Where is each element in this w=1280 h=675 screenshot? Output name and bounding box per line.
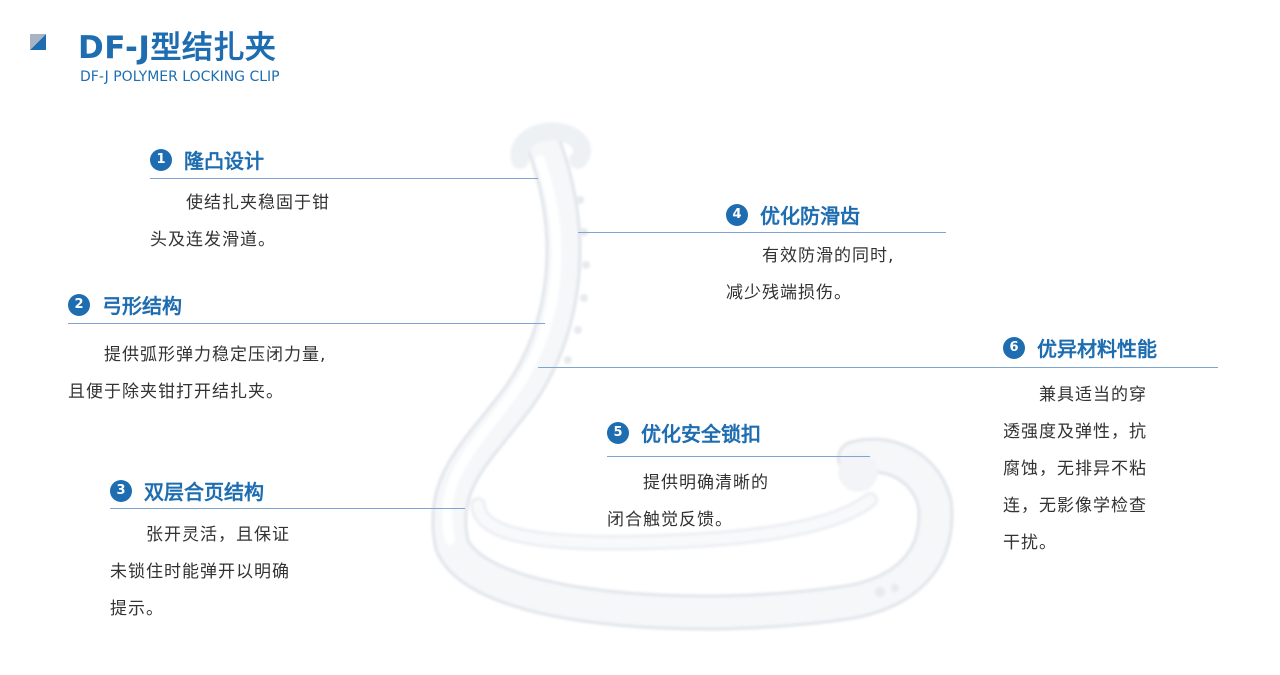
feature-description: 提供弧形弹力稳定压闭力量, 且便于除夹钳打开结扎夹。	[68, 345, 327, 402]
feature-title: 隆凸设计	[184, 149, 264, 173]
feature-6: 6 优异材料性能	[1003, 333, 1157, 362]
feature-5: 5 优化安全锁扣	[607, 418, 761, 447]
feature-description: 提供明确清晰的 闭合触觉反馈。	[607, 473, 769, 530]
number-badge: 5	[607, 421, 629, 444]
feature-1: 1 隆凸设计	[150, 145, 264, 174]
page-title: DF-J型结扎夹	[78, 30, 277, 66]
feature-2: 2 弓形结构	[68, 290, 182, 319]
feature-title: 优异材料性能	[1037, 337, 1157, 361]
leader-line	[150, 178, 538, 179]
feature-title: 弓形结构	[102, 294, 182, 318]
number-badge: 2	[68, 293, 90, 316]
feature-title: 双层合页结构	[144, 480, 264, 504]
leader-line	[110, 508, 465, 509]
feature-description: 有效防滑的同时, 减少残端损伤。	[726, 246, 895, 303]
feature-description: 兼具适当的穿 透强度及弹性，抗 腐蚀，无排异不粘 连，无影像学检查 干扰。	[1003, 385, 1147, 553]
leader-line	[68, 323, 545, 324]
feature-description: 张开灵活，且保证 未锁住时能弹开以明确 提示。	[110, 525, 290, 619]
page-subtitle: DF-J POLYMER LOCKING CLIP	[80, 69, 280, 85]
feature-title: 优化安全锁扣	[641, 422, 761, 446]
leader-line	[607, 456, 870, 457]
number-badge: 3	[110, 479, 132, 502]
number-badge: 4	[726, 203, 748, 226]
feature-3: 3 双层合页结构	[110, 476, 264, 505]
feature-description: 使结扎夹稳固于钳 头及连发滑道。	[150, 193, 330, 250]
leader-line	[538, 367, 1218, 368]
number-badge: 1	[150, 148, 172, 171]
feature-title: 优化防滑齿	[760, 204, 860, 228]
number-badge: 6	[1003, 336, 1025, 359]
feature-4: 4 优化防滑齿	[726, 200, 860, 229]
square-bullet-icon	[30, 34, 46, 50]
leader-line	[578, 232, 946, 233]
